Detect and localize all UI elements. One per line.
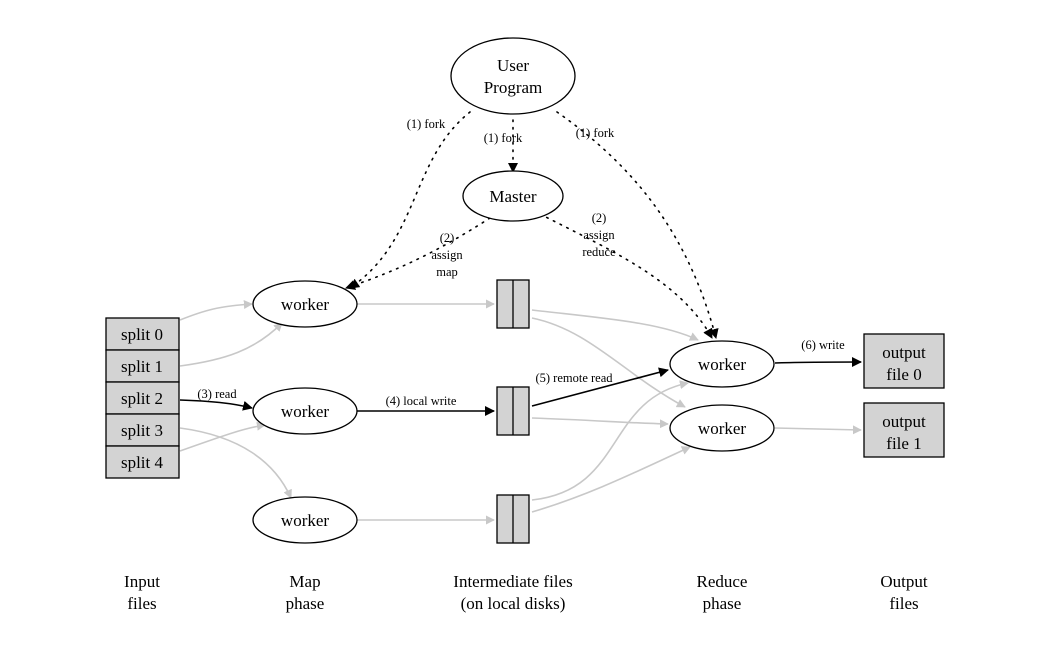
assign-map-label-line-2: assign bbox=[431, 248, 463, 262]
caption-reduce-line-2: phase bbox=[703, 594, 742, 613]
phase-captions: Input files Map phase Intermediate files… bbox=[124, 572, 928, 613]
map-worker-2-label: worker bbox=[281, 402, 329, 421]
map-worker-3-label: worker bbox=[281, 511, 329, 530]
split-1-label: split 1 bbox=[121, 357, 163, 376]
reduce-worker-2-node: worker bbox=[669, 404, 775, 452]
split-4-label: split 4 bbox=[121, 453, 164, 472]
edge-master-to-reduce-worker-assign bbox=[539, 213, 713, 339]
edge-file-2-to-reduce-worker-2 bbox=[531, 417, 669, 429]
edge-file-2-to-reduce-worker-1 bbox=[531, 367, 669, 407]
master-node: Master bbox=[462, 170, 564, 222]
edge-reduce-worker-1-to-output-0 bbox=[774, 357, 862, 368]
edge-file-3-to-reduce-worker-2 bbox=[531, 446, 691, 513]
reduce-worker-2-label: worker bbox=[698, 419, 746, 438]
edge-split0-to-map-worker-1 bbox=[179, 300, 253, 321]
output-file-1-label-line-1: output bbox=[882, 412, 926, 431]
caption-map-line-1: Map bbox=[289, 572, 320, 591]
output-file-0-label-line-2: file 0 bbox=[886, 365, 921, 384]
caption-input-line-1: Input bbox=[124, 572, 160, 591]
output-file-0: output file 0 bbox=[863, 333, 945, 389]
black-edges bbox=[179, 357, 862, 416]
assign-map-label-line-1: (2) bbox=[440, 231, 455, 245]
user-program-node: User Program bbox=[450, 37, 576, 115]
split-0-label: split 0 bbox=[121, 325, 163, 344]
split-2-label: split 2 bbox=[121, 389, 163, 408]
input-splits: split 0 split 1 split 2 split 3 split 4 bbox=[105, 317, 180, 479]
caption-input-line-2: files bbox=[127, 594, 156, 613]
fork-right-label: (1) fork bbox=[576, 126, 615, 140]
split-3-label: split 3 bbox=[121, 421, 163, 440]
edge-labels: (1) fork (1) fork (1) fork (2) assign ma… bbox=[197, 117, 845, 408]
local-write-label: (4) local write bbox=[386, 394, 457, 408]
edge-split4-to-map-worker-2 bbox=[179, 421, 266, 452]
assign-reduce-label-line-3: reduce bbox=[582, 245, 616, 259]
gray-edges bbox=[179, 299, 862, 525]
assign-map-label-line-3: map bbox=[436, 265, 458, 279]
user-program-label-line-2: Program bbox=[484, 78, 543, 97]
edge-file-3-to-reduce-worker-1 bbox=[531, 380, 689, 501]
reduce-worker-1-label: worker bbox=[698, 355, 746, 374]
dotted-edges bbox=[345, 111, 719, 339]
map-worker-1-node: worker bbox=[252, 280, 358, 328]
read-label: (3) read bbox=[197, 387, 237, 401]
remote-read-label: (5) remote read bbox=[535, 371, 613, 385]
output-file-1-label-line-2: file 1 bbox=[886, 434, 921, 453]
edge-split2-to-map-worker-2 bbox=[179, 399, 253, 411]
edge-file-1-to-reduce-worker-1 bbox=[531, 309, 699, 341]
map-worker-2-node: worker bbox=[252, 387, 358, 435]
map-worker-3-node: worker bbox=[252, 496, 358, 544]
edge-reduce-worker-2-to-output-1 bbox=[774, 425, 862, 435]
map-worker-1-label: worker bbox=[281, 295, 329, 314]
master-label: Master bbox=[489, 187, 537, 206]
caption-map-line-2: phase bbox=[286, 594, 325, 613]
edge-master-to-map-worker-assign bbox=[345, 217, 491, 290]
edge-user-to-reduce-worker-fork bbox=[556, 111, 719, 339]
caption-output-line-1: Output bbox=[880, 572, 928, 591]
assign-reduce-label-line-1: (2) bbox=[592, 211, 607, 225]
reduce-worker-1-node: worker bbox=[669, 340, 775, 388]
output-file-1: output file 1 bbox=[863, 402, 945, 458]
edge-split3-to-map-worker-3 bbox=[179, 427, 292, 499]
intermediate-file-3 bbox=[496, 494, 530, 544]
intermediate-file-1 bbox=[496, 279, 530, 329]
output-file-0-label-line-1: output bbox=[882, 343, 926, 362]
assign-reduce-label-line-2: assign bbox=[583, 228, 615, 242]
caption-reduce-line-1: Reduce bbox=[697, 572, 748, 591]
intermediate-file-2 bbox=[496, 386, 530, 436]
fork-left-label: (1) fork bbox=[407, 117, 446, 131]
edge-user-to-map-worker-fork bbox=[349, 111, 471, 289]
caption-intermediate-line-2: (on local disks) bbox=[461, 594, 566, 613]
fork-mid-label: (1) fork bbox=[484, 131, 523, 145]
caption-intermediate-line-1: Intermediate files bbox=[453, 572, 572, 591]
edge-split1-to-map-worker-1 bbox=[179, 322, 283, 367]
caption-output-line-2: files bbox=[889, 594, 918, 613]
edge-file-1-to-reduce-worker-2 bbox=[531, 317, 686, 408]
user-program-label-line-1: User bbox=[497, 56, 529, 75]
write-label: (6) write bbox=[801, 338, 845, 352]
